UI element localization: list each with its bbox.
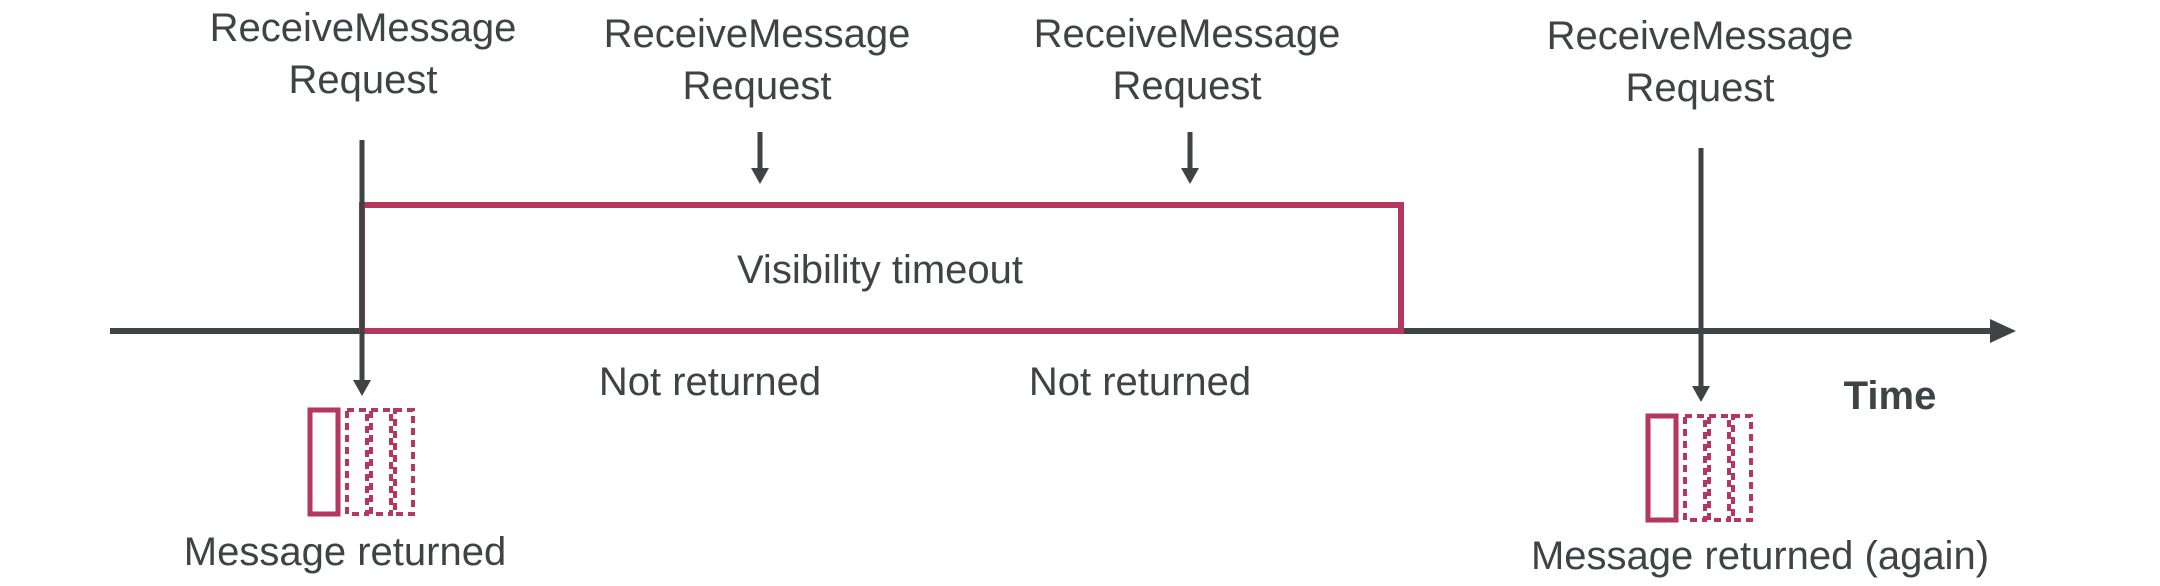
not-returned-label-2: Not returned — [1028, 360, 1252, 404]
time-axis-label: Time — [1843, 374, 1937, 418]
request-label-2: ReceiveMessage Request — [547, 8, 967, 112]
request-label-4: ReceiveMessage Request — [1490, 10, 1910, 114]
request-4-arrowhead — [1692, 386, 1710, 402]
message-queue-icon-1 — [307, 407, 415, 517]
request-label-2-line1: ReceiveMessage — [603, 12, 911, 56]
not-returned-label-1: Not returned — [598, 360, 822, 404]
request-label-3: ReceiveMessage Request — [977, 8, 1397, 112]
request-1-arrowhead — [353, 380, 371, 396]
request-label-1-line2: Request — [288, 58, 438, 102]
request-label-3-line2: Request — [1112, 64, 1262, 108]
message-queue-icon-2 — [1645, 413, 1753, 523]
message-returned-label: Message returned — [183, 530, 507, 574]
request-label-1-line1: ReceiveMessage — [209, 6, 517, 50]
request-3-arrowhead — [1181, 168, 1199, 184]
time-axis-arrowhead — [1990, 319, 2016, 343]
message-returned-again-label: Message returned (again) — [1530, 534, 1990, 578]
request-label-3-line1: ReceiveMessage — [1033, 12, 1341, 56]
request-label-4-line1: ReceiveMessage — [1546, 14, 1854, 58]
request-label-4-line2: Request — [1625, 66, 1775, 110]
request-label-1: ReceiveMessage Request — [153, 2, 573, 106]
request-2-arrowhead — [751, 168, 769, 184]
request-label-2-line2: Request — [682, 64, 832, 108]
visibility-timeout-label: Visibility timeout — [736, 248, 1024, 292]
